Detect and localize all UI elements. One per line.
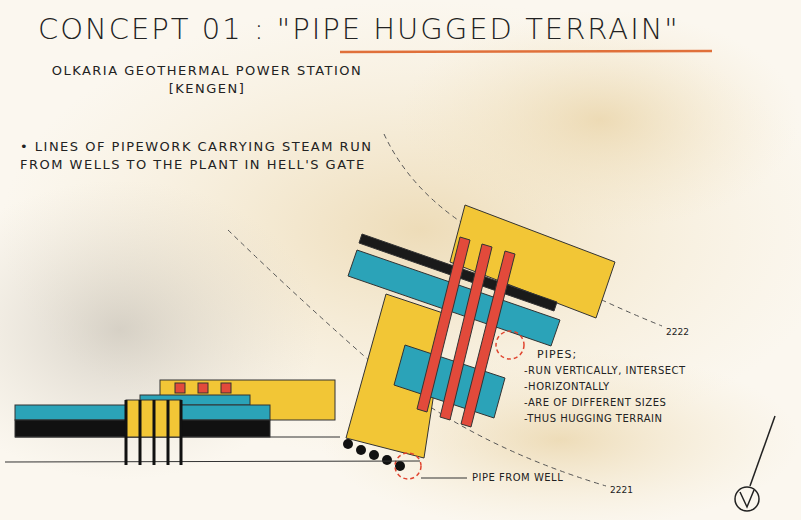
pipes-note: -ARE OF DIFFERENT SIZES (524, 396, 754, 410)
pipes-heading: PIPES; (537, 348, 657, 363)
north-arrow (735, 416, 775, 511)
pipes-note: -HORIZONTALLY (524, 380, 754, 394)
pipes-note: -THUS HUGGING TERRAIN (524, 412, 754, 426)
title-underline (340, 51, 712, 52)
pipe-red (461, 251, 515, 427)
pipe-supports (126, 400, 181, 465)
callout-circle (496, 331, 524, 359)
sketch-title: CONCEPT 01 : "PIPE HUGGED TERRAIN" (38, 10, 680, 49)
contour-level: 2222 (666, 326, 706, 338)
project-name: OLKARIA GEOTHERMAL POWER STATION [KENGEN… (12, 62, 402, 97)
well-pipes (343, 439, 405, 471)
elevation (5, 380, 420, 462)
watercolour-wash (0, 180, 320, 480)
pipes-note: -RUN VERTICALLY, INTERSECT (524, 364, 754, 378)
contour-level: 2221 (610, 484, 650, 496)
leader-line (421, 478, 467, 479)
site-note: • LINES OF PIPEWORK CARRYING STEAM RUN F… (20, 138, 382, 173)
callout-circle (395, 453, 421, 479)
callout-label: PIPE FROM WELL (472, 471, 622, 485)
